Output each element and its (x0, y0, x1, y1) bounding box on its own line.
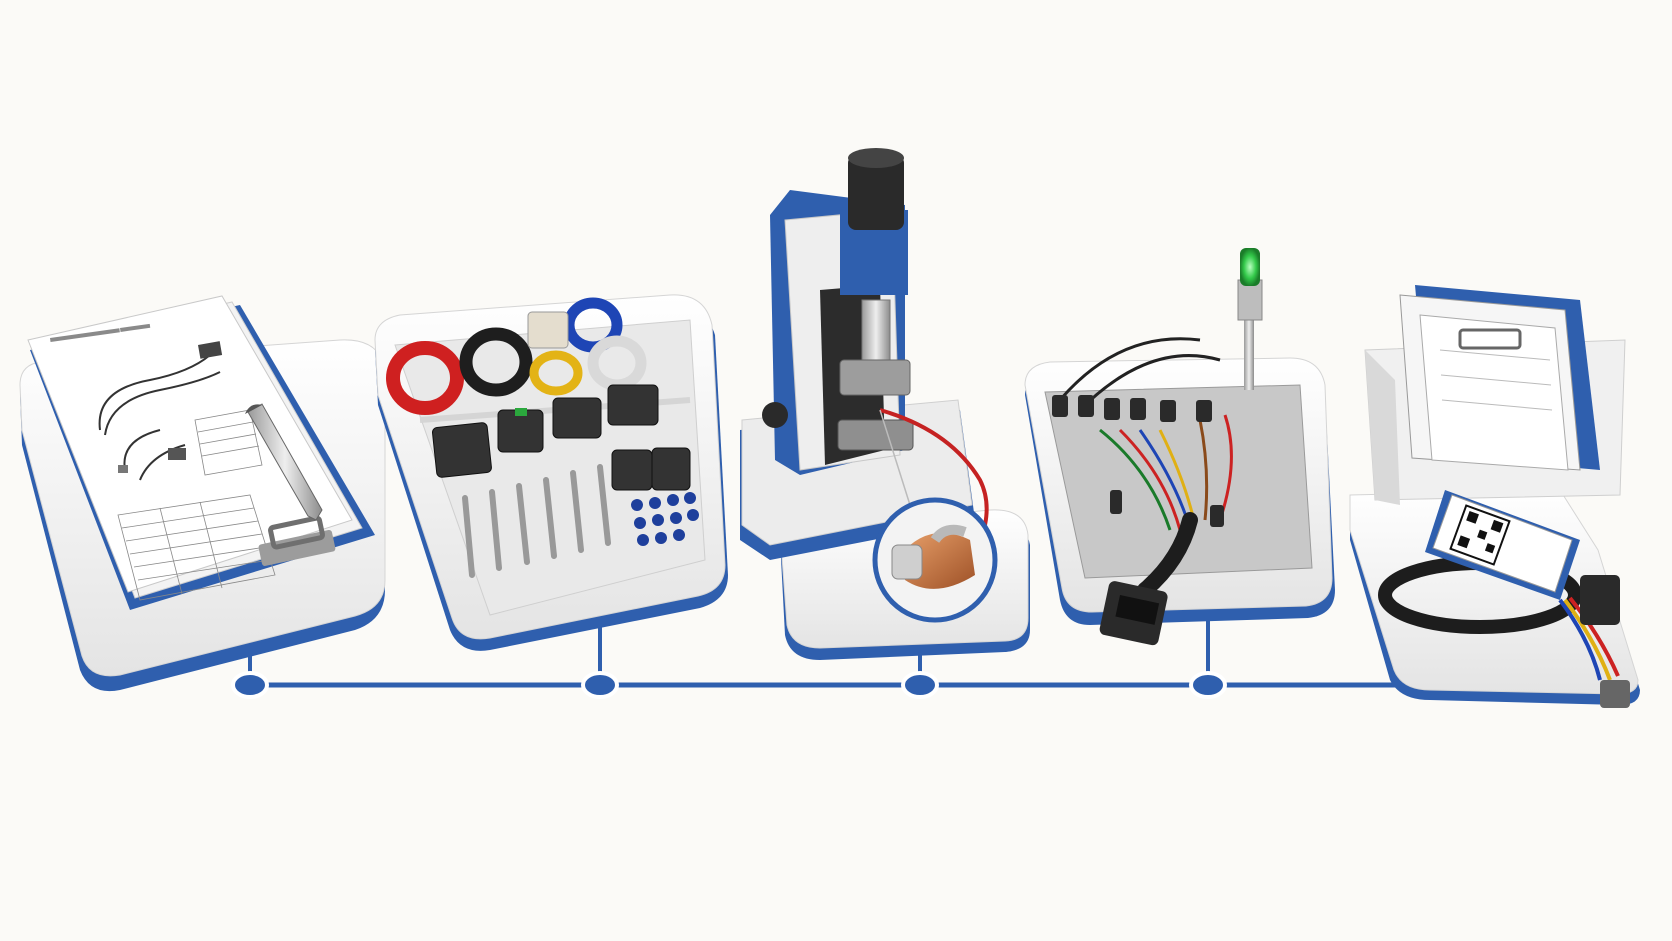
finished-harness-archive (1349, 285, 1640, 708)
connector-housings (431, 384, 691, 491)
document-folders (1399, 285, 1600, 471)
wire-coil-yellow (529, 350, 583, 396)
harness-assembly-board (1024, 248, 1335, 646)
qr-code-icon (1449, 504, 1511, 566)
terminals (462, 464, 611, 578)
bom-table (117, 409, 276, 601)
status-light-icon (1237, 248, 1263, 390)
connector-white (527, 311, 569, 349)
component-kit-tray (374, 294, 728, 651)
timeline-node (231, 671, 269, 699)
wire-coil-red (386, 341, 464, 415)
magnifier-inset-icon (872, 409, 998, 623)
crimping-press-station (740, 148, 1030, 660)
main-connector (1099, 581, 1168, 646)
board-connectors (1052, 395, 1224, 527)
wire-coil-black (459, 327, 533, 397)
drawing-clipboard-station (19, 295, 386, 692)
harness-sketch (98, 341, 223, 481)
clipboard-clip (258, 515, 336, 566)
paper-header-text (50, 323, 151, 342)
timeline-node (1189, 671, 1227, 699)
timeline-node (581, 671, 619, 699)
qr-tag (1425, 490, 1580, 600)
timeline-node (901, 671, 939, 699)
pen-icon (245, 403, 323, 521)
blue-seals (631, 492, 699, 546)
